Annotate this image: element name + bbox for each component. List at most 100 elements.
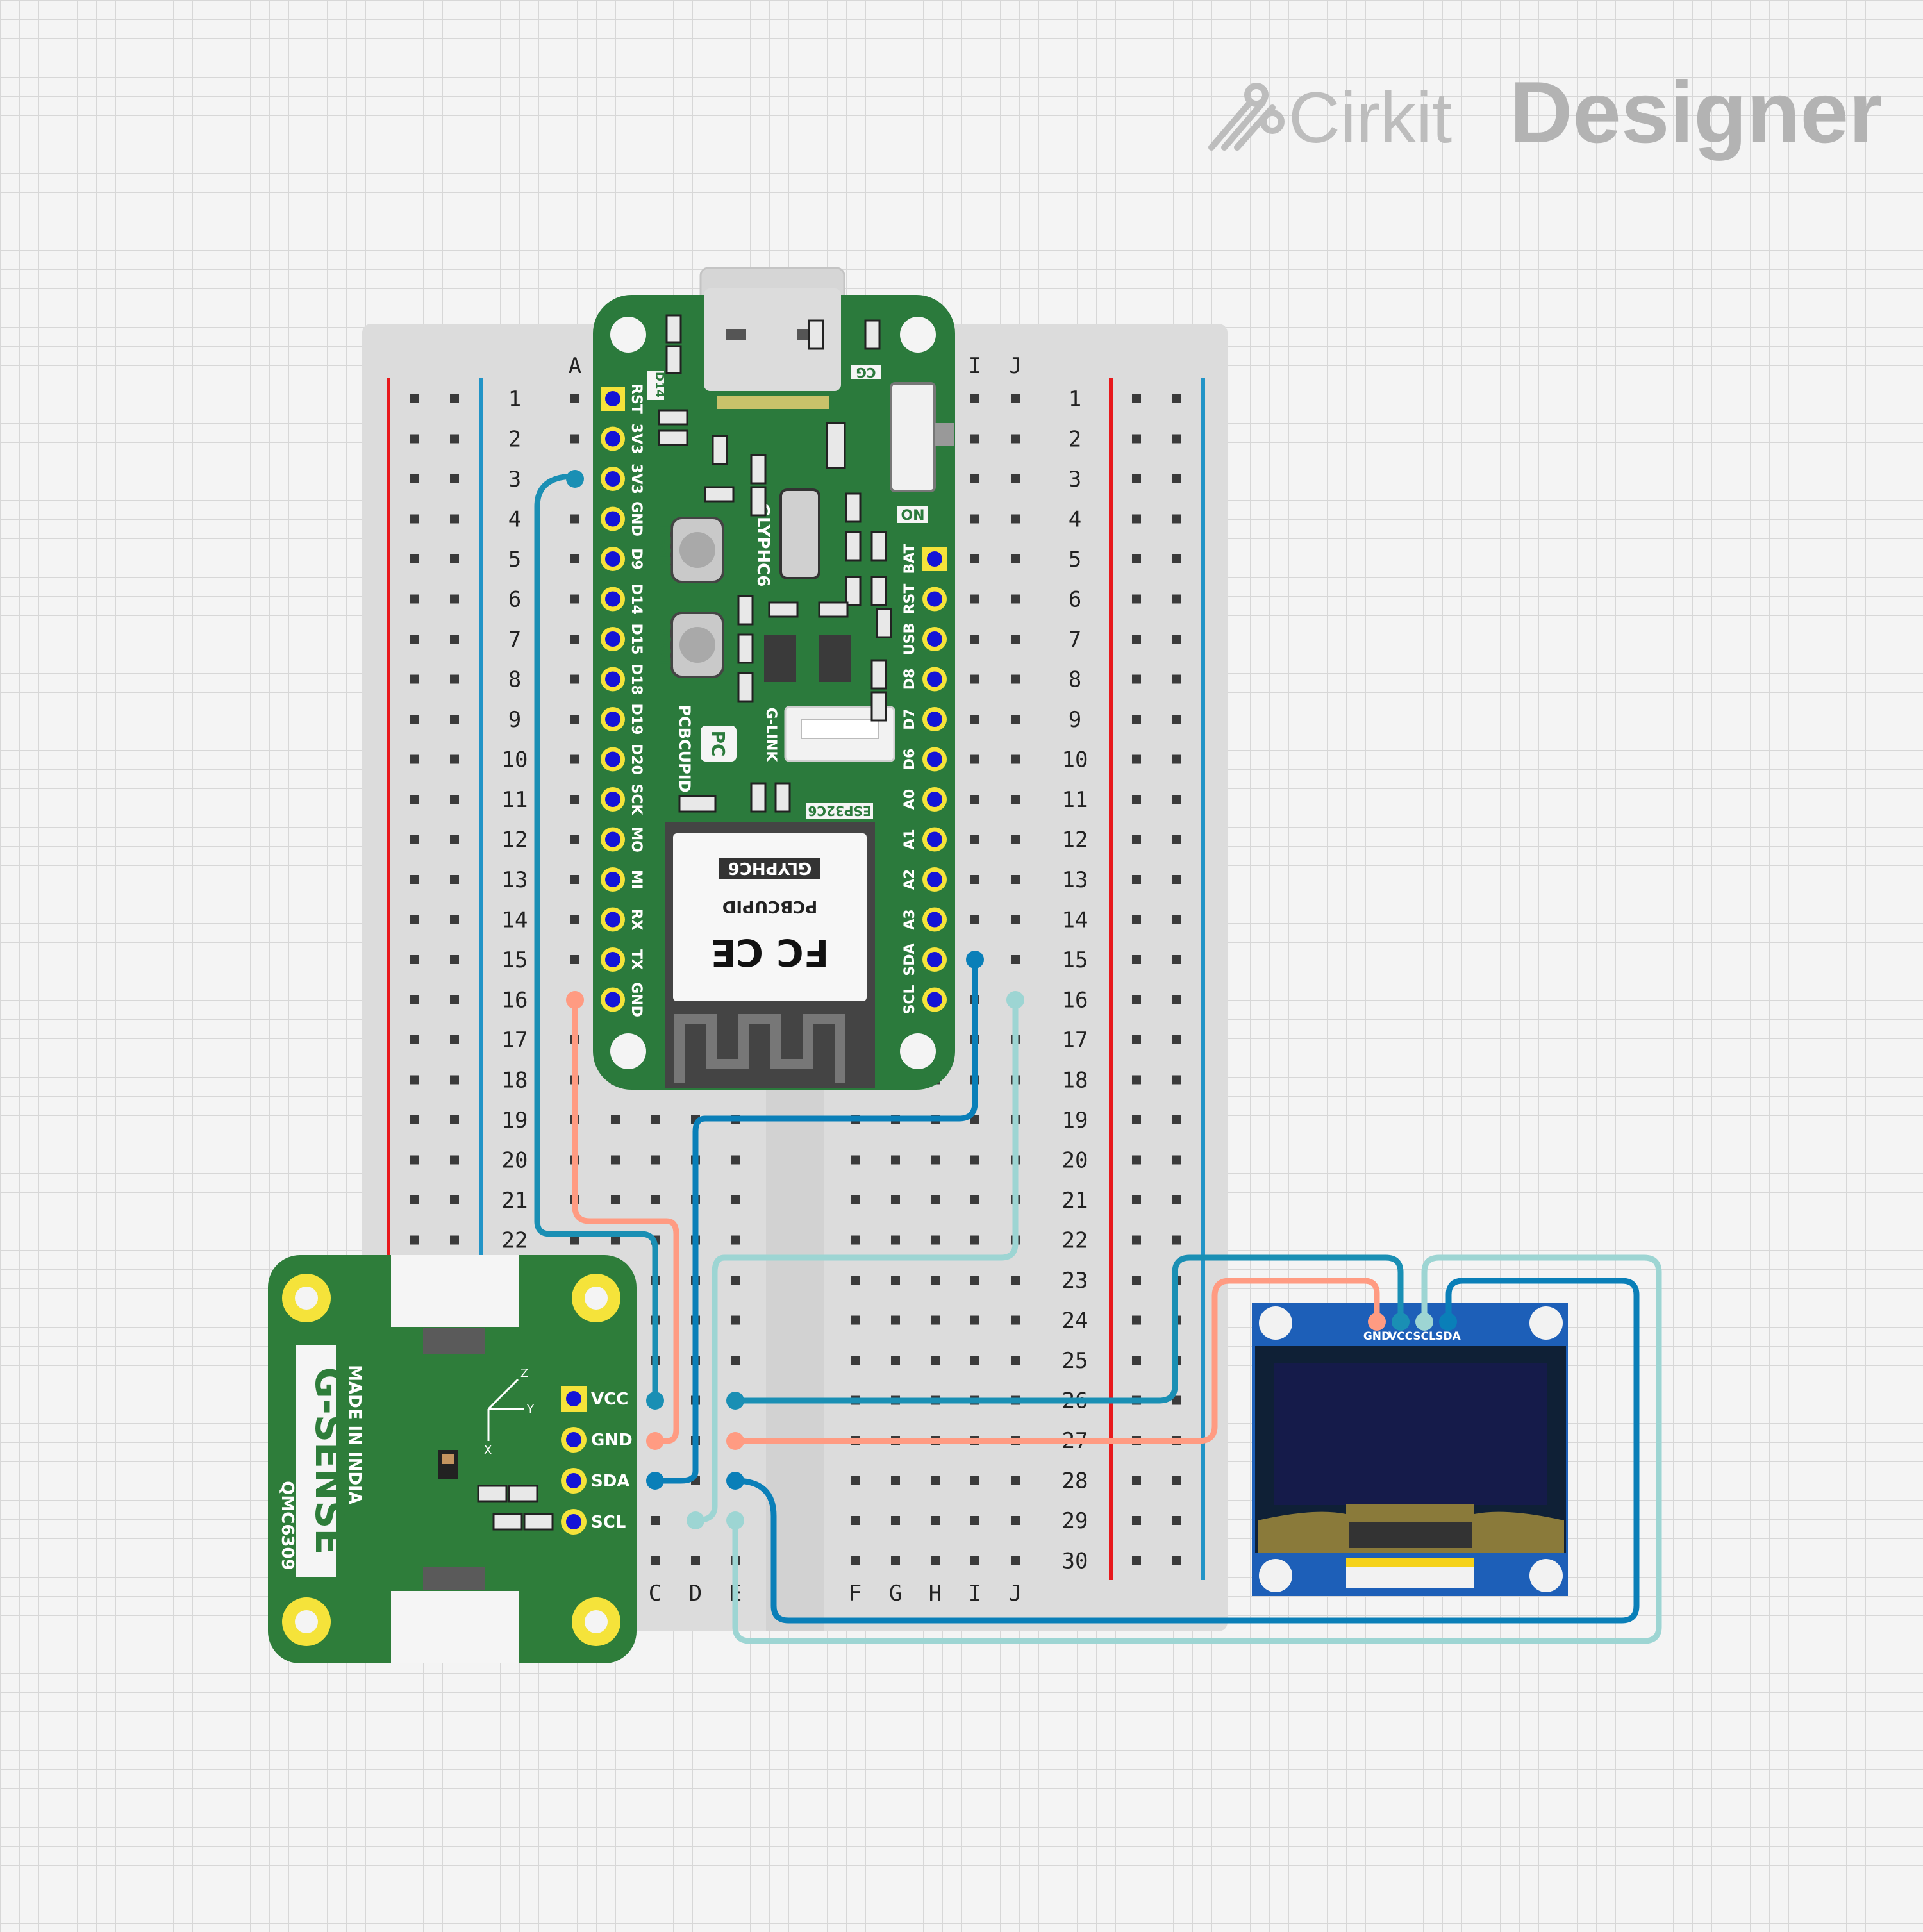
breadboard-hole[interactable]: [1132, 394, 1141, 403]
breadboard-hole[interactable]: [1011, 835, 1020, 844]
breadboard-hole[interactable]: [450, 554, 459, 563]
breadboard-hole[interactable]: [410, 594, 419, 604]
breadboard-hole[interactable]: [851, 1556, 860, 1565]
breadboard-hole[interactable]: [1011, 795, 1020, 804]
breadboard-hole[interactable]: [1011, 715, 1020, 724]
breadboard-hole[interactable]: [570, 835, 579, 844]
wire-sda-to-oled-sda[interactable]: [732, 1278, 1640, 1624]
breadboard-hole[interactable]: [450, 1075, 459, 1085]
breadboard-hole[interactable]: [410, 1155, 419, 1165]
breadboard-hole[interactable]: [851, 1235, 860, 1245]
breadboard-hole[interactable]: [970, 1476, 979, 1485]
pin-hole-left[interactable]: [605, 671, 620, 687]
breadboard-hole[interactable]: [1172, 1516, 1181, 1525]
breadboard-hole[interactable]: [1132, 1075, 1141, 1085]
breadboard-hole[interactable]: [1132, 1556, 1141, 1565]
wire-end[interactable]: [646, 1472, 664, 1490]
breadboard-hole[interactable]: [970, 514, 979, 524]
breadboard-hole[interactable]: [611, 1235, 620, 1245]
pin-hole-left[interactable]: [605, 511, 620, 527]
glyphc6-board[interactable]: CG ON RESET BOOT GLYPHC6 PCBCUPID PC G-L…: [593, 267, 955, 1090]
breadboard-hole[interactable]: [851, 1276, 860, 1285]
sensor-connector-top[interactable]: [391, 1255, 519, 1327]
sensor-pin-gnd[interactable]: [566, 1432, 581, 1447]
breadboard-hole[interactable]: [970, 635, 979, 644]
breadboard-hole[interactable]: [570, 875, 579, 884]
breadboard-hole[interactable]: [1011, 1516, 1020, 1525]
breadboard-hole[interactable]: [410, 674, 419, 684]
pin-hole-left[interactable]: [605, 471, 620, 487]
wire-end[interactable]: [646, 1392, 664, 1410]
breadboard-hole[interactable]: [691, 1556, 700, 1565]
breadboard-hole[interactable]: [410, 795, 419, 804]
breadboard-hole[interactable]: [1132, 754, 1141, 764]
breadboard-hole[interactable]: [1172, 754, 1181, 764]
breadboard-hole[interactable]: [970, 434, 979, 444]
breadboard-hole[interactable]: [450, 474, 459, 483]
breadboard-hole[interactable]: [1132, 594, 1141, 604]
breadboard-hole[interactable]: [410, 875, 419, 884]
breadboard-hole[interactable]: [1132, 1276, 1141, 1285]
breadboard-hole[interactable]: [651, 1155, 660, 1165]
breadboard-hole[interactable]: [410, 715, 419, 724]
wire-3v3-to-vcc[interactable]: [534, 473, 658, 1404]
breadboard-hole[interactable]: [1132, 1235, 1141, 1245]
breadboard-hole[interactable]: [891, 1155, 900, 1165]
breadboard-hole[interactable]: [970, 1356, 979, 1365]
breadboard-hole[interactable]: [970, 754, 979, 764]
breadboard-hole[interactable]: [450, 1195, 459, 1204]
wire-end[interactable]: [726, 1392, 744, 1410]
breadboard-hole[interactable]: [891, 1235, 900, 1245]
pin-hole-left[interactable]: [605, 631, 620, 647]
breadboard-hole[interactable]: [1011, 1556, 1020, 1565]
breadboard-hole[interactable]: [410, 955, 419, 964]
breadboard-hole[interactable]: [450, 795, 459, 804]
breadboard-hole[interactable]: [1011, 635, 1020, 644]
breadboard-hole[interactable]: [970, 1516, 979, 1525]
breadboard-hole[interactable]: [1172, 875, 1181, 884]
breadboard-hole[interactable]: [970, 875, 979, 884]
breadboard-hole[interactable]: [731, 1315, 740, 1325]
pin-hole-right[interactable]: [927, 712, 942, 727]
breadboard-hole[interactable]: [1132, 434, 1141, 444]
breadboard-hole[interactable]: [851, 1476, 860, 1485]
breadboard-hole[interactable]: [570, 1235, 579, 1245]
breadboard-hole[interactable]: [1172, 1155, 1181, 1165]
breadboard-hole[interactable]: [450, 754, 459, 764]
breadboard-hole[interactable]: [1011, 474, 1020, 483]
breadboard-hole[interactable]: [1172, 1476, 1181, 1485]
pin-hole-right[interactable]: [927, 751, 942, 767]
breadboard-hole[interactable]: [611, 1115, 620, 1124]
breadboard-hole[interactable]: [450, 1235, 459, 1245]
power-switch[interactable]: [890, 382, 936, 492]
pin-hole-right[interactable]: [927, 831, 942, 847]
breadboard-hole[interactable]: [970, 795, 979, 804]
breadboard-hole[interactable]: [891, 1315, 900, 1325]
breadboard-hole[interactable]: [970, 594, 979, 604]
breadboard-hole[interactable]: [450, 394, 459, 403]
pin-hole-right[interactable]: [927, 992, 942, 1008]
breadboard-hole[interactable]: [931, 1235, 940, 1245]
breadboard-hole[interactable]: [970, 1315, 979, 1325]
breadboard-hole[interactable]: [651, 1516, 660, 1525]
breadboard-hole[interactable]: [1172, 1115, 1181, 1124]
breadboard-hole[interactable]: [611, 1195, 620, 1204]
pin-hole-left[interactable]: [605, 831, 620, 847]
breadboard-hole[interactable]: [1172, 915, 1181, 924]
wire-sda-to-sda[interactable]: [652, 955, 978, 1484]
pin-hole-right[interactable]: [927, 912, 942, 928]
breadboard-hole[interactable]: [931, 1195, 940, 1204]
breadboard-hole[interactable]: [1011, 1356, 1020, 1365]
breadboard-hole[interactable]: [731, 1356, 740, 1365]
breadboard-hole[interactable]: [611, 1155, 620, 1165]
breadboard-hole[interactable]: [970, 394, 979, 403]
breadboard-hole[interactable]: [1132, 1195, 1141, 1204]
breadboard-hole[interactable]: [1132, 1516, 1141, 1525]
breadboard-hole[interactable]: [570, 915, 579, 924]
breadboard-hole[interactable]: [1172, 995, 1181, 1004]
breadboard-hole[interactable]: [410, 1035, 419, 1044]
sensor-pin-vcc[interactable]: [566, 1391, 581, 1406]
breadboard-hole[interactable]: [1011, 1315, 1020, 1325]
breadboard-hole[interactable]: [410, 474, 419, 483]
breadboard-hole[interactable]: [410, 835, 419, 844]
